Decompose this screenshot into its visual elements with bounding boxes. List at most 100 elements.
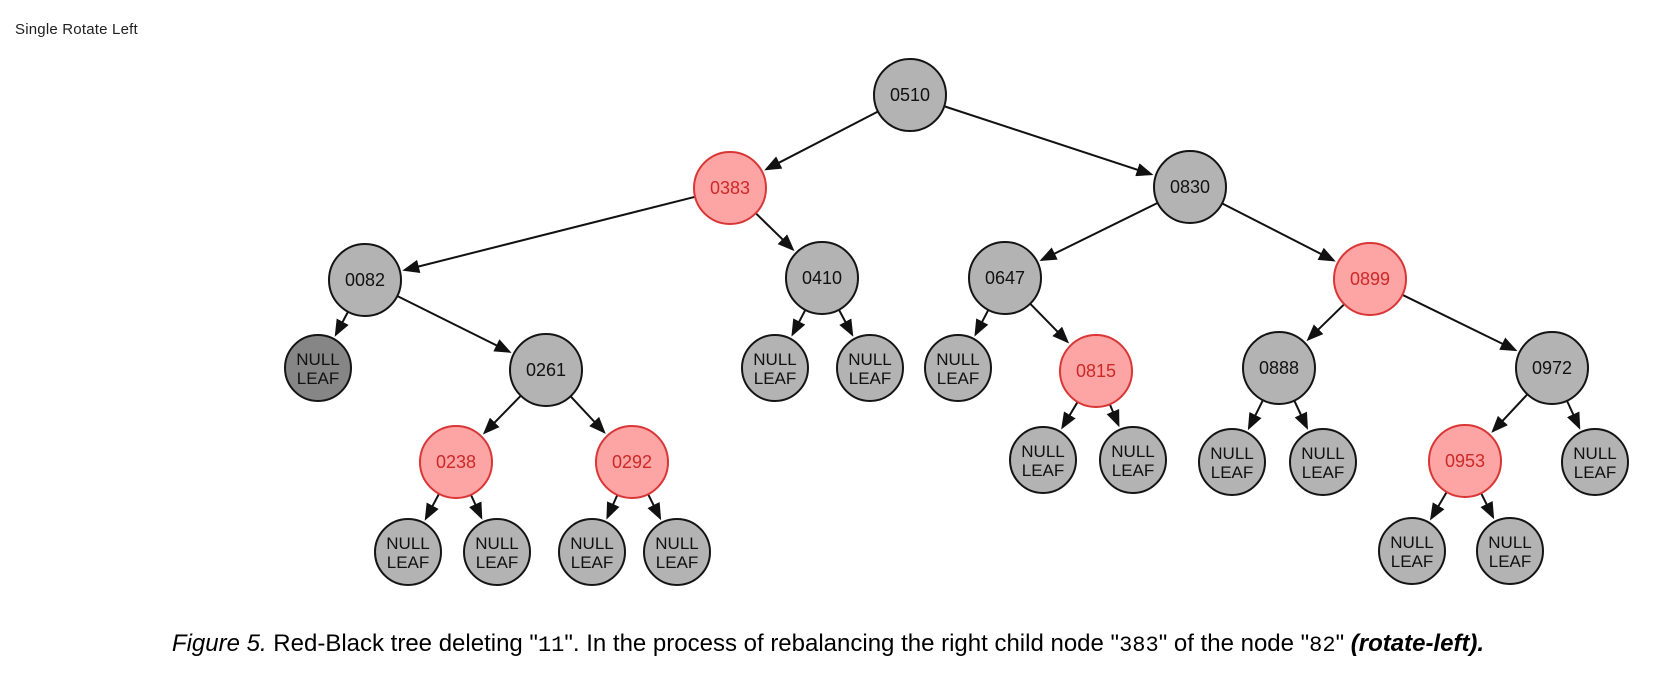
node-label: NULL [753, 350, 796, 369]
node-label: NULL [655, 534, 698, 553]
red-node-circle [595, 425, 669, 499]
node-label: NULL [570, 534, 613, 553]
node-label: LEAF [387, 553, 430, 572]
caption-segment: 11 [537, 633, 565, 658]
nil-leaf-circle [463, 518, 531, 586]
tree-edge [764, 110, 879, 171]
node-label: LEAF [1211, 463, 1254, 482]
tree-edge [469, 494, 483, 520]
red-node-circle [419, 425, 493, 499]
tree-edge [1039, 201, 1159, 262]
node-label: 0292 [612, 452, 652, 472]
tree-edge [1061, 401, 1079, 430]
red-node-circle [1333, 242, 1407, 316]
black-node-circle [1515, 331, 1589, 405]
tree-edge [1247, 399, 1264, 431]
node-label: NULL [1301, 444, 1344, 463]
red-node-circle [1059, 334, 1133, 408]
tree-node-0238: 0238 [419, 425, 493, 499]
node-label: LEAF [1302, 463, 1345, 482]
node-label: NULL [1210, 444, 1253, 463]
caption-segment: " of the node " [1158, 630, 1310, 657]
tree-edge [1221, 202, 1336, 262]
node-label: 0647 [985, 268, 1025, 288]
nil-leaf-circle [1476, 517, 1544, 585]
tree-node-0383: 0383 [693, 151, 767, 225]
tree-edge [1401, 293, 1518, 352]
caption-segment: Figure 5. [171, 630, 267, 657]
tree-edge [606, 494, 620, 520]
tree-edge [334, 311, 349, 337]
node-label: 0510 [890, 85, 930, 105]
black-node-circle [328, 243, 402, 317]
nil-leaf-circle [374, 518, 442, 586]
figure-title: Single Rotate Left [15, 21, 138, 38]
tree-edge [1106, 403, 1120, 428]
caption-segment: " [1335, 630, 1351, 657]
node-label: LEAF [1391, 552, 1434, 571]
node-label: 0410 [802, 268, 842, 288]
nil-leaf-circle [558, 518, 626, 586]
node-label: 0261 [526, 360, 566, 380]
node-label: 0888 [1259, 358, 1299, 378]
tree-edge [482, 395, 522, 435]
node-label: 0815 [1076, 361, 1116, 381]
nil-leaf-circle [1198, 428, 1266, 496]
caption-segment: Red-Black tree deleting " [266, 630, 538, 657]
tree-node-0830: 0830 [1153, 150, 1227, 224]
tree-edge [1566, 400, 1581, 430]
node-label: 0953 [1445, 451, 1485, 471]
red-node-circle [1428, 424, 1502, 498]
tree-node-0953: 0953 [1428, 424, 1502, 498]
tree-edge [943, 105, 1154, 177]
tree-edges [334, 105, 1581, 521]
node-label: NULL [296, 350, 339, 369]
node-label: LEAF [1022, 461, 1065, 480]
nil-leaf-circle [284, 334, 352, 402]
tree-edge [396, 295, 512, 353]
node-label: LEAF [1489, 552, 1532, 571]
tree-edge [1293, 400, 1308, 430]
node-label: NULL [1021, 442, 1064, 461]
node-label: LEAF [1112, 461, 1155, 480]
tree-node-0510: 0510 [873, 58, 947, 132]
node-label: NULL [848, 350, 891, 369]
black-node-circle [785, 241, 859, 315]
tree-node-0261: 0261 [509, 333, 583, 407]
black-node-circle [873, 58, 947, 132]
node-label: NULL [1573, 444, 1616, 463]
node-label: 0383 [710, 178, 750, 198]
black-node-circle [509, 333, 583, 407]
figure-caption: Figure 5. Red-Black tree deleting "11". … [0, 630, 1656, 658]
red-node-circle [693, 151, 767, 225]
node-label: NULL [936, 350, 979, 369]
caption-segment: (rotate-left). [1350, 630, 1485, 657]
node-label: 0972 [1532, 358, 1572, 378]
nil-leaf-circle [1289, 428, 1357, 496]
node-label: NULL [386, 534, 429, 553]
node-label: LEAF [476, 553, 519, 572]
tree-node-0972: 0972 [1515, 331, 1589, 405]
nil-leaf-circle [836, 334, 904, 402]
tree-node-0888: 0888 [1242, 331, 1316, 405]
tree-edge [1480, 492, 1495, 520]
tree-node-0647: 0647 [968, 241, 1042, 315]
node-label: 0238 [436, 452, 476, 472]
tree-edge [424, 493, 440, 521]
node-label: LEAF [849, 369, 892, 388]
tree-edge [974, 309, 990, 337]
tree-node-0899: 0899 [1333, 242, 1407, 316]
black-node-circle [1153, 150, 1227, 224]
